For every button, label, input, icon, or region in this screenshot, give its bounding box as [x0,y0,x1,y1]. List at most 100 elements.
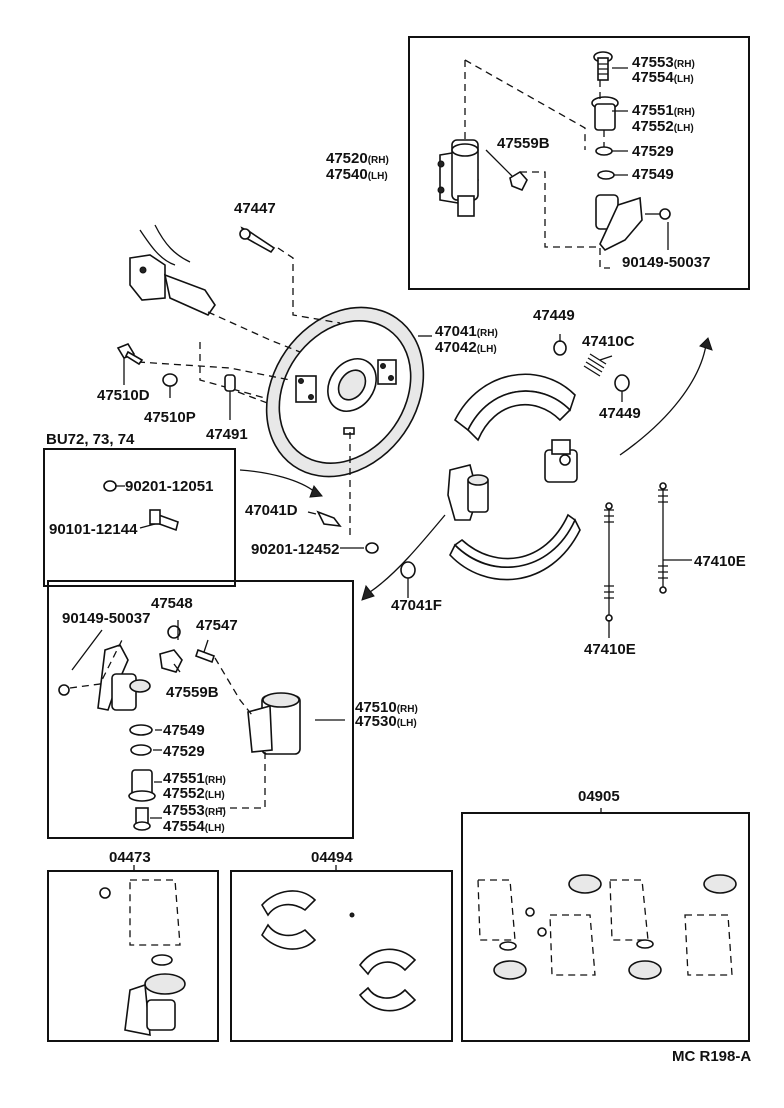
wheel-cylinder-upper-icon [437,139,479,217]
kit-04473-box [47,870,219,1042]
svg-text:47553(RH): 47553(RH) [163,802,226,819]
svg-text:47552(LH): 47552(LH) [163,785,225,802]
piston-lower-icon [128,769,156,802]
plug-47491-icon [224,374,236,392]
adjuster-lever-icon [447,464,489,521]
label-47559b: 47559B [497,135,550,152]
label-lower-47549: 47549 [163,722,205,739]
label-bu-variants: BU72, 73, 74 [46,431,135,448]
boot-47549-icon [597,170,615,180]
label-47410e-upper: 47410E [694,553,746,570]
label-lower-90149-50037: 90149-50037 [62,610,150,627]
wheel-cylinder-lower-icon [544,439,578,483]
svg-text:47551(RH): 47551(RH) [632,102,695,119]
piston-icon [591,96,619,131]
labels-top-box: 47553(RH) 47554(LH) 47551(RH) 47552(LH) … [326,54,710,271]
bleeder-bolt-icon [593,51,613,81]
label-lower-47552: 47552 [163,785,205,802]
label-47551: 47551 [632,102,674,119]
svg-text:47510(RH): 47510(RH) [355,699,418,716]
label-47520: 47520 [326,150,368,167]
label-90201-12051: 90201-12051 [125,478,213,495]
spring-47410e-lower-icon [604,502,614,622]
label-47449-upper: 47449 [533,307,575,324]
label-47410c: 47410C [582,333,635,350]
arrow-upper-icon [619,344,707,456]
brake-shoe-upper-icon [453,373,576,442]
label-kit-04905: 04905 [578,788,620,805]
label-47041f: 47041F [391,597,442,614]
cup-47529-icon [595,146,613,156]
arrow-bu-icon [239,469,316,493]
brake-shoe-lower-icon [449,513,581,581]
label-lower-47559b: 47559B [166,684,219,701]
clip-47559b-icon [509,170,528,192]
upper-cylinder-detail-box [408,36,750,290]
label-47553: 47553 [632,54,674,71]
label-47552: 47552 [632,118,674,135]
label-47449-lower: 47449 [599,405,641,422]
washer-47041f-icon [400,561,416,579]
adjuster-assembly-icon [595,194,671,251]
bleeder-47547-icon [194,648,216,664]
nut-90201-12051-icon [103,480,117,492]
labels-middle: 47447 47041(RH) 47042(LH) 47449 47410C 4… [46,200,746,658]
label-47041d: 47041D [245,502,298,519]
label-47554: 47554 [632,69,674,86]
label-90201-12452: 90201-12452 [251,541,339,558]
wheel-cylinder-lower-box-icon [247,692,301,755]
svg-text:47041(RH): 47041(RH) [435,323,498,340]
kit-04494-shoes-icon [261,890,417,1012]
label-47041: 47041 [435,323,477,340]
bolt-47041d-icon [316,510,342,528]
label-lower-47510: 47510 [355,699,397,716]
svg-text:47540(LH): 47540(LH) [326,166,388,183]
label-lower-47530: 47530 [355,713,397,730]
kit-04905-parts-icon [477,874,737,980]
label-47529: 47529 [632,143,674,160]
svg-text:47551(RH): 47551(RH) [163,770,226,787]
label-47540: 47540 [326,166,368,183]
bleeder-bolt-lower-icon [133,807,151,831]
label-kit-04473: 04473 [109,849,151,866]
label-lower-47547: 47547 [196,617,238,634]
lower-cylinder-detail-box [47,580,354,839]
label-47549: 47549 [632,166,674,183]
label-lower-47548: 47548 [151,595,193,612]
svg-text:47553(RH): 47553(RH) [632,54,695,71]
label-kit-04494: 04494 [311,849,353,866]
svg-text:47552(LH): 47552(LH) [632,118,694,135]
cup-lower-47529-icon [130,744,152,756]
bu-variant-box [43,448,236,587]
label-47491: 47491 [206,426,248,443]
svg-text:47042(LH): 47042(LH) [435,339,497,356]
clip-lower-47559b-icon [159,649,183,673]
cap-47548-icon [167,625,181,639]
bolt-47447-icon [239,226,276,254]
svg-text:47520(RH): 47520(RH) [326,150,389,167]
label-lower-47554: 47554 [163,818,205,835]
svg-text:47554(LH): 47554(LH) [163,818,225,835]
label-47510d: 47510D [97,387,150,404]
labels-lower-box: 90149-50037 47548 47547 47559B 47510(RH)… [62,595,418,835]
label-90101-12144: 90101-12144 [49,521,138,538]
svg-text:47554(LH): 47554(LH) [632,69,694,86]
bolt-90101-12144-icon [149,509,179,532]
kit-04494-box [230,870,453,1042]
diagram-code: MC R198-A [672,1048,751,1065]
adjuster-lower-icon [58,644,151,711]
spring-47410e-upper-icon [658,482,668,594]
kit-04473-parts-icon [99,879,186,1036]
arrow-lower-icon [369,514,446,593]
kit-04905-box [461,812,750,1042]
labels-kits: 04905 04473 04494 MC R198-A [109,788,751,1065]
backing-plate-icon [265,306,425,478]
label-lower-47551: 47551 [163,770,205,787]
washer-47510p-icon [162,373,178,387]
bolt-47510d-icon [116,343,144,366]
knuckle-icon [129,224,216,317]
label-47510p: 47510P [144,409,196,426]
label-47447: 47447 [234,200,276,217]
washer-90201-12452-icon [365,542,379,554]
